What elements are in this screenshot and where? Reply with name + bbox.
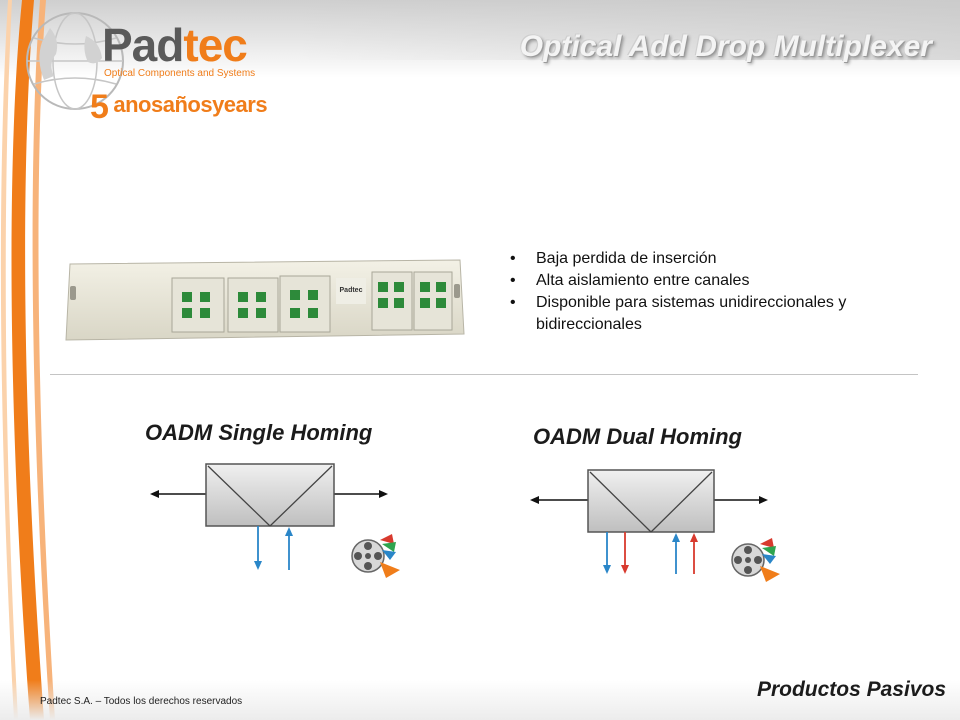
- header-band: [0, 0, 960, 78]
- logo-wordmark: Padtec: [102, 19, 248, 71]
- diagram-title-dual-homing: OADM Dual Homing: [533, 424, 742, 449]
- padtec-logo: Padtec Optical Components and Systems 5 …: [20, 6, 280, 124]
- feature-bullet: Alta aislamiento entre canales: [508, 270, 928, 292]
- footer-copyright: Padtec S.A. – Todos los derechos reserva…: [40, 696, 243, 707]
- left-swoosh-decoration: [0, 0, 55, 720]
- footer-band: [0, 680, 960, 720]
- logo-subtitle: Optical Components and Systems: [104, 68, 256, 79]
- svg-text:Padtec: Padtec: [340, 287, 363, 294]
- section-divider: [50, 374, 918, 375]
- oadm-single-homing-diagram: [150, 463, 388, 570]
- logo-years-text: anosañosyears: [113, 92, 268, 117]
- oadm-box: [587, 469, 715, 533]
- logo-word-pad: Pad: [102, 19, 184, 71]
- oadm-rack-unit-photo: Padtec: [65, 259, 465, 341]
- oadm-box: [205, 463, 335, 527]
- logo-word-tec: tec: [183, 19, 247, 71]
- slide-title: Optical Add Drop Multiplexer: [519, 30, 932, 63]
- diagram-title-single-homing: OADM Single Homing: [145, 420, 373, 445]
- logo-years-number: 5: [90, 88, 109, 126]
- east-arrowhead: [759, 496, 768, 504]
- oadm-dual-homing-diagram: [530, 469, 768, 574]
- feature-bullet: Disponible para sistemas unidireccionale…: [508, 292, 928, 336]
- media-clip-icon[interactable]: [730, 536, 782, 584]
- globe-icon: [26, 12, 124, 110]
- feature-bullet: Baja perdida de inserción: [508, 248, 928, 270]
- feature-bullet-list: Baja perdida de inserción Alta aislamien…: [508, 248, 928, 336]
- logo-anniversary: 5 anosañosyears: [90, 88, 268, 126]
- media-clip-icon[interactable]: [350, 532, 402, 580]
- east-arrowhead: [379, 490, 388, 498]
- west-arrowhead: [150, 490, 159, 498]
- footer-section-title: Productos Pasivos: [756, 678, 946, 701]
- west-arrowhead: [530, 496, 539, 504]
